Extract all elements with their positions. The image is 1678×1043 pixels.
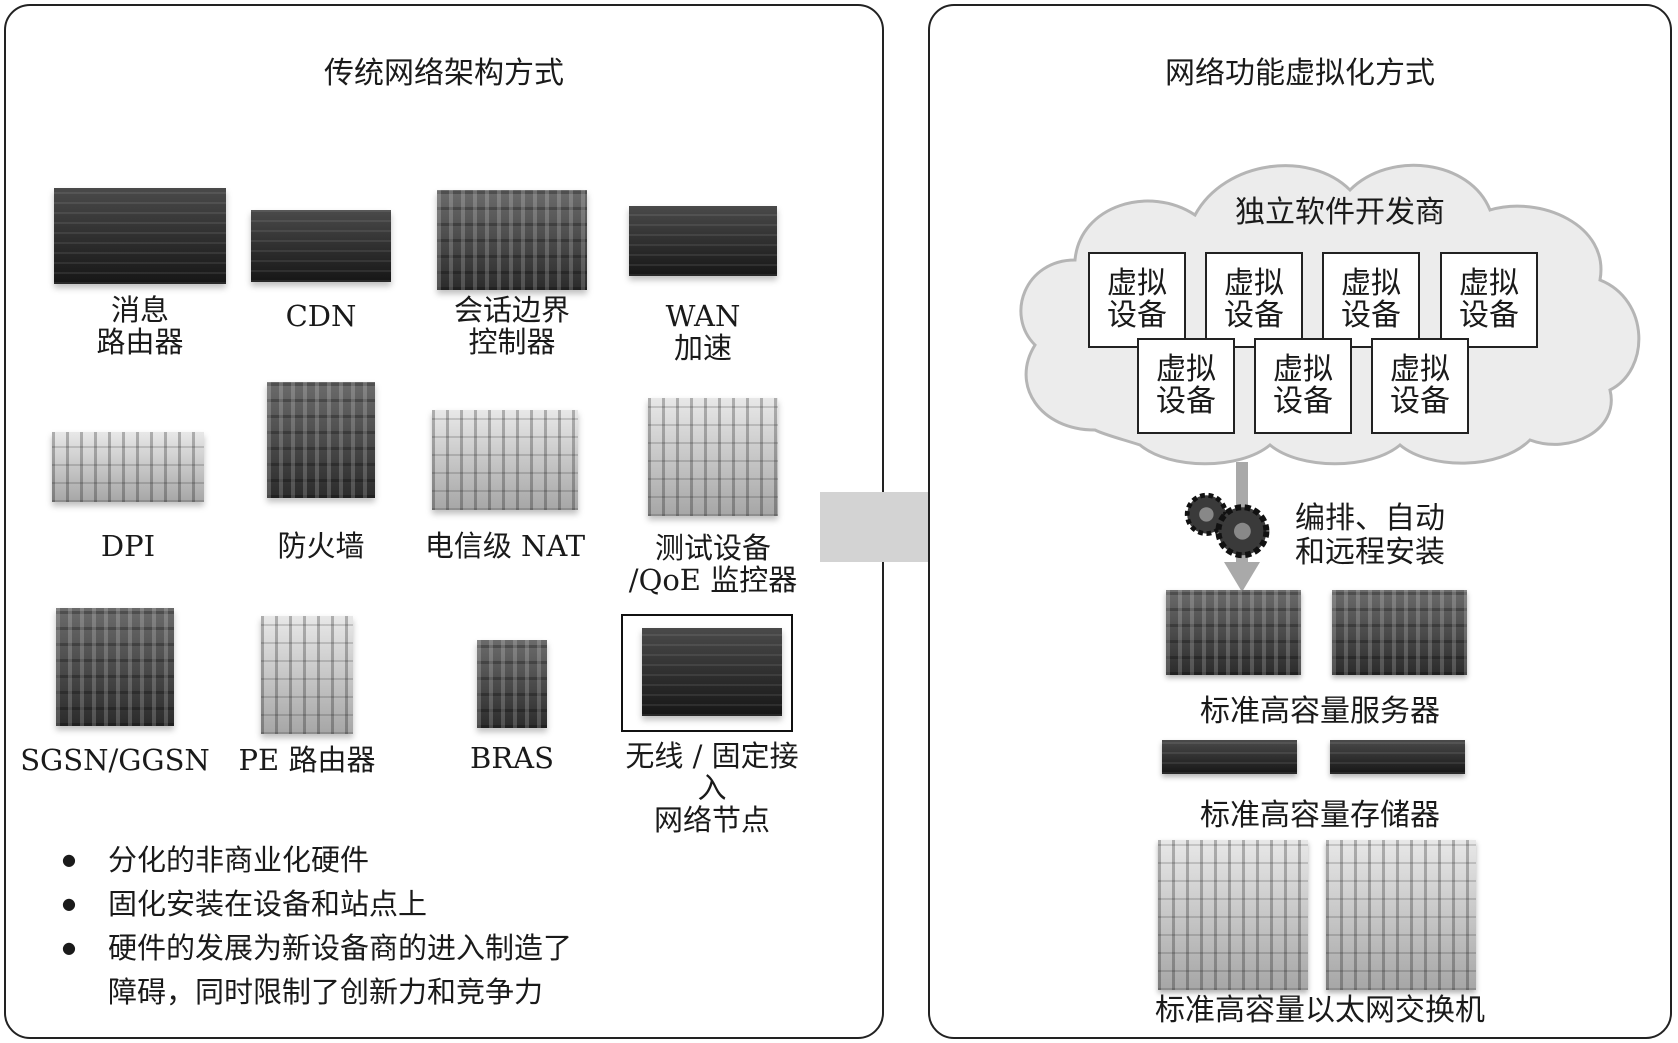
device-access-node: 无线 / 固定接入 网络节点 — [612, 628, 812, 836]
isv-label: 独立软件开发商 — [1235, 195, 1445, 230]
test-equipment-photo — [648, 398, 778, 516]
virtual-appliance: 虚拟 设备 — [1322, 252, 1420, 348]
storage-photo — [1162, 740, 1297, 774]
device-firewall: 防火墙 — [226, 382, 416, 562]
storage-label: 标准高容量存储器 — [1200, 798, 1440, 833]
list-item: 硬件的发展为新设备商的进入制造了 障碍，同时限制了创新力和竞争力 — [62, 926, 862, 1014]
device-sgsn-ggsn: SGSN/GGSN — [20, 608, 210, 776]
device-label: 消息 路由器 — [96, 293, 184, 359]
firewall-photo — [267, 382, 375, 498]
device-label: DPI — [100, 529, 156, 563]
device-label: 无线 / 固定接入 网络节点 — [625, 739, 799, 837]
nfv-title: 网络功能虚拟化方式 — [1165, 56, 1435, 91]
dpi-photo — [52, 432, 204, 502]
device-label: WAN 加速 — [665, 299, 741, 365]
device-cdn: CDN — [226, 210, 416, 332]
device-test-qoe: 测试设备 /QoE 监控器 — [618, 398, 808, 596]
virtual-appliance: 虚拟 设备 — [1254, 338, 1352, 434]
device-label: 测试设备 /QoE 监控器 — [628, 531, 798, 597]
drawback-list: 分化的非商业化硬件 固化安装在设备和站点上 硬件的发展为新设备商的进入制造了 障… — [62, 838, 862, 1014]
device-label: CDN — [285, 299, 357, 333]
device-bras: BRAS — [417, 640, 607, 774]
virtual-appliance: 虚拟 设备 — [1440, 252, 1538, 348]
virtual-appliance: 虚拟 设备 — [1137, 338, 1235, 434]
list-item: 分化的非商业化硬件 — [62, 838, 862, 882]
traditional-title: 传统网络架构方式 — [324, 56, 564, 91]
pe-router-photo — [261, 616, 353, 734]
virtual-appliance: 虚拟 设备 — [1088, 252, 1186, 348]
highlight-frame — [621, 614, 793, 732]
device-label: BRAS — [470, 741, 554, 775]
sgsn-photo — [56, 608, 174, 726]
nat-photo — [432, 410, 578, 510]
device-pe-router: PE 路由器 — [212, 616, 402, 776]
virtual-appliance: 虚拟 设备 — [1371, 338, 1469, 434]
server-photo — [1332, 590, 1467, 675]
cdn-photo — [251, 210, 391, 282]
device-label: 会话边界 控制器 — [453, 293, 570, 359]
device-label: SGSN/GGSN — [20, 743, 210, 777]
switch-photo — [1158, 840, 1308, 990]
device-message-router: 消息 路由器 — [45, 188, 235, 358]
orchestration-label: 编排、自动 和远程安装 — [1295, 501, 1445, 570]
server-photo — [1166, 590, 1301, 675]
device-wan-acceleration: WAN 加速 — [608, 206, 798, 364]
access-node-photo — [642, 628, 782, 716]
switch-photo — [1326, 840, 1476, 990]
gears-icon — [1184, 492, 1270, 559]
bras-photo — [477, 640, 547, 728]
sbc-photo — [437, 190, 587, 290]
virtual-appliance: 虚拟 设备 — [1205, 252, 1303, 348]
storage-photo — [1330, 740, 1465, 774]
device-label: PE 路由器 — [238, 743, 376, 777]
device-label: 防火墙 — [277, 529, 365, 563]
servers-label: 标准高容量服务器 — [1200, 694, 1440, 729]
list-item: 固化安装在设备和站点上 — [62, 882, 862, 926]
device-dpi: DPI — [33, 432, 223, 562]
device-session-border-controller: 会话边界 控制器 — [417, 190, 607, 358]
message-router-photo — [54, 188, 226, 284]
device-label: 电信级 NAT — [424, 529, 586, 563]
device-carrier-nat: 电信级 NAT — [410, 410, 600, 562]
wan-photo — [629, 206, 777, 276]
switches-label: 标准高容量以太网交换机 — [1155, 993, 1485, 1028]
